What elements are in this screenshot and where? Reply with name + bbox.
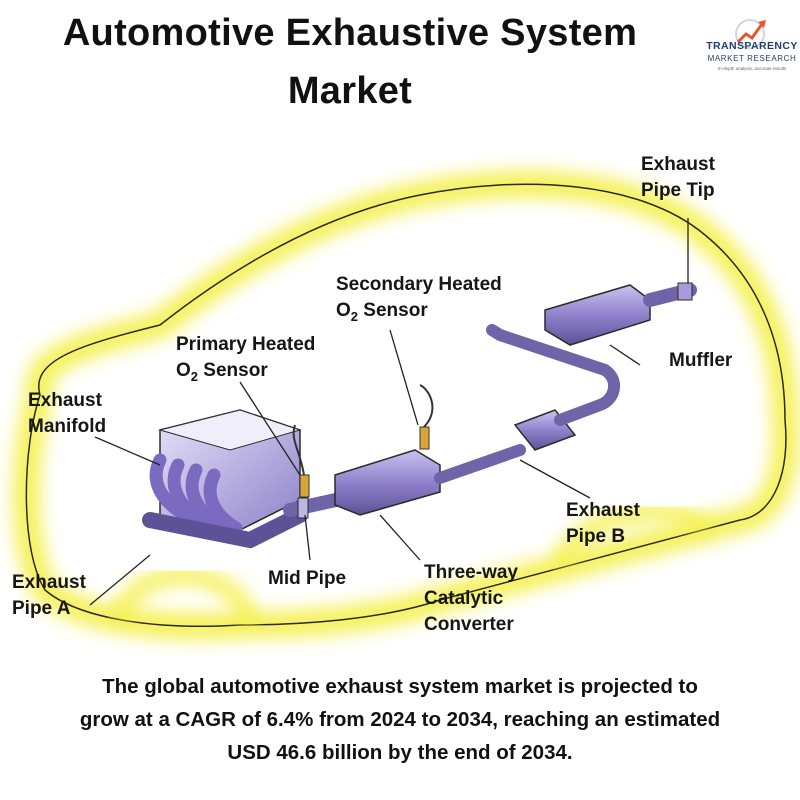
- transparency-logo-icon: [735, 19, 766, 49]
- exhaust-system-diagram: Exhaust Pipe Tip Secondary Heated O2 Sen…: [0, 120, 800, 655]
- catalytic-converter: [334, 449, 441, 516]
- label-line: Pipe Tip: [641, 180, 715, 201]
- summary-line-3: USD 46.6 billion by the end of 2034.: [227, 741, 573, 764]
- label-line: Exhaust: [28, 390, 102, 411]
- label-line: Primary Heated: [176, 334, 316, 355]
- label-line: Exhaust: [12, 572, 86, 593]
- label-exhaust-manifold: Exhaust Manifold: [28, 388, 106, 440]
- label-line: Muffler: [669, 350, 733, 371]
- label-mid-pipe: Mid Pipe: [268, 566, 346, 592]
- label-exhaust-pipe-tip: Exhaust Pipe Tip: [641, 152, 715, 204]
- logo-tagline: In-depth analysis, accurate results: [717, 66, 787, 71]
- label-catalytic-converter: Three-way Catalytic Converter: [424, 560, 518, 638]
- label-line: Exhaust: [641, 154, 715, 175]
- label-line: Converter: [424, 614, 514, 635]
- label-exhaust-pipe-b: Exhaust Pipe B: [566, 498, 640, 550]
- page-title: Automotive Exhaustive System Market: [0, 4, 700, 120]
- label-secondary-o2-sensor: Secondary Heated O2 Sensor: [336, 272, 502, 330]
- label-line: Secondary Heated: [336, 274, 502, 295]
- primary-o2-sensor: [292, 424, 310, 498]
- label-subscript: 2: [350, 308, 359, 324]
- label-exhaust-pipe-a: Exhaust Pipe A: [12, 570, 86, 622]
- summary-line-2: grow at a CAGR of 6.4% from 2024 to 2034…: [79, 708, 721, 731]
- label-subscript: 2: [190, 368, 199, 384]
- label-line: Manifold: [28, 416, 107, 437]
- muffler-body: [544, 284, 651, 346]
- title-line-2: Market: [287, 70, 413, 112]
- label-line: Exhaust: [566, 500, 640, 521]
- label-o: O: [176, 360, 191, 381]
- title-line-1: Automotive Exhaustive System: [62, 12, 638, 54]
- label-primary-o2-sensor: Primary Heated O2 Sensor: [176, 332, 315, 390]
- logo-brand: TRANSPARENCY: [706, 40, 798, 52]
- label-line: Pipe A: [12, 598, 71, 619]
- market-summary: The global automotive exhaust system mar…: [0, 670, 800, 769]
- label-rest: Sensor: [198, 360, 268, 381]
- exhaust-manifold: [149, 453, 243, 535]
- car-silhouette: [13, 171, 799, 640]
- label-line: Three-way: [424, 562, 518, 583]
- label-line: Mid Pipe: [268, 568, 347, 589]
- logo-subtitle: MARKET RESEARCH: [707, 54, 797, 63]
- label-o: O: [336, 300, 351, 321]
- label-line: Pipe B: [566, 526, 626, 547]
- label-muffler: Muffler: [669, 348, 732, 374]
- secondary-o2-sensor: [419, 384, 434, 450]
- car-exhaust-illustration: [13, 171, 799, 640]
- summary-line-1: The global automotive exhaust system mar…: [102, 675, 698, 698]
- label-line: O2 Sensor: [176, 358, 315, 390]
- label-line: Catalytic: [424, 588, 504, 609]
- label-rest: Sensor: [358, 300, 428, 321]
- label-line: O2 Sensor: [336, 298, 502, 330]
